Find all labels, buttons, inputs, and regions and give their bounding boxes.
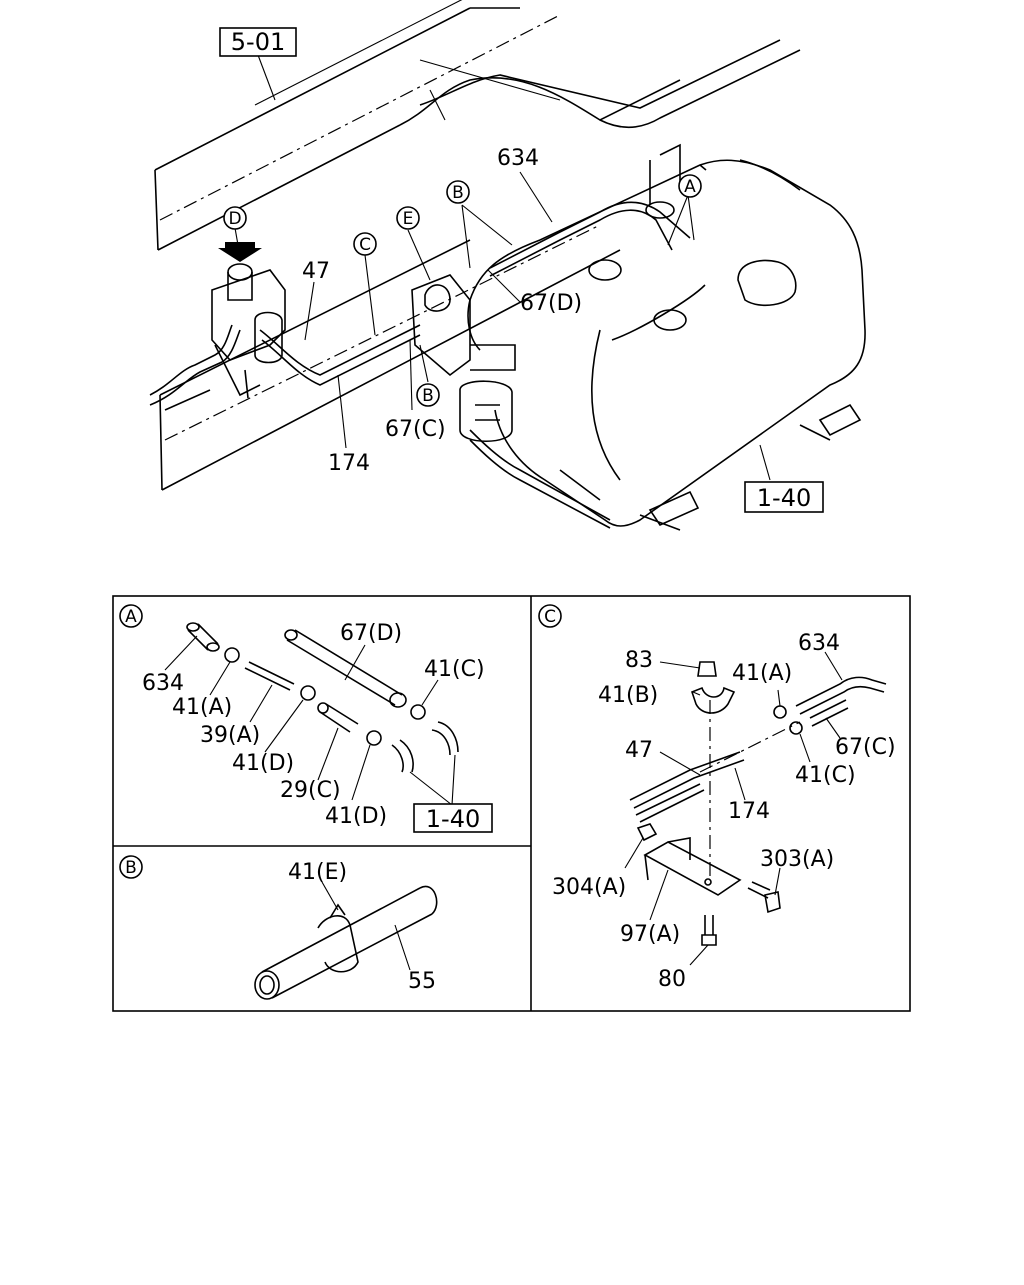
panel-c-label-67c: 67(C): [835, 735, 896, 760]
svg-text:1-40: 1-40: [426, 805, 480, 833]
svg-text:B: B: [422, 386, 434, 406]
panel-c-label-303a: 303(A): [760, 847, 834, 872]
panel-a-label-39a: 39(A): [200, 723, 260, 748]
panel-b-label-55: 55: [408, 969, 436, 994]
svg-text:C: C: [359, 235, 371, 255]
chassis-frame-rail-drawing: [154, 0, 801, 491]
svg-text:D: D: [228, 209, 241, 229]
circle-label-c[interactable]: C: [353, 232, 377, 256]
panel-a-label-29c: 29(C): [280, 778, 341, 803]
detail-panel-a: A 634 41(A) 39(A) 41(D) 29(C) 41(D): [119, 604, 493, 833]
panel-a-label-41d-2: 41(D): [325, 804, 387, 829]
panel-c-label-41a: 41(A): [732, 661, 792, 686]
ref-box-frame[interactable]: 5-01: [219, 27, 297, 57]
view-arrow-icon: [218, 242, 262, 262]
panel-b-label-41e: 41(E): [288, 860, 347, 885]
detail-panel-b: B 41(E) 55: [119, 855, 438, 1000]
svg-text:A: A: [125, 607, 137, 627]
circle-label-a[interactable]: A: [678, 174, 702, 198]
panel-a-ref-box[interactable]: 1-40: [413, 803, 493, 833]
circle-label-b-bottom[interactable]: B: [416, 383, 440, 407]
panel-a-label-67d: 67(D): [340, 621, 402, 646]
fuel-tank-drawing: [467, 143, 866, 531]
circle-label-d[interactable]: D: [223, 206, 247, 230]
panel-a-label-634: 634: [142, 671, 184, 696]
panel-a-label-41a: 41(A): [172, 695, 232, 720]
part-label-47: 47: [302, 259, 330, 284]
panel-c-label-41c: 41(C): [795, 763, 856, 788]
svg-text:C: C: [544, 607, 556, 627]
panel-c-label-41b: 41(B): [598, 683, 658, 708]
top-leader-lines: [234, 54, 771, 481]
panel-b-tag[interactable]: B: [119, 855, 143, 879]
part-label-174: 174: [328, 451, 370, 476]
svg-text:E: E: [403, 209, 414, 229]
fuel-filter-assemblies-drawing: [211, 263, 516, 443]
ref-box-frame-label: 5-01: [231, 28, 285, 56]
svg-text:A: A: [684, 177, 696, 197]
circle-label-b-top[interactable]: B: [446, 180, 470, 204]
panel-c-label-80: 80: [658, 967, 686, 992]
part-label-67d: 67(D): [520, 291, 582, 316]
panel-c-label-304a: 304(A): [552, 875, 626, 900]
part-label-67c: 67(C): [385, 417, 446, 442]
panel-a-label-41d: 41(D): [232, 751, 294, 776]
circle-label-e[interactable]: E: [396, 206, 420, 230]
panel-c-label-97a: 97(A): [620, 922, 680, 947]
svg-text:B: B: [452, 183, 464, 203]
panel-c-tag[interactable]: C: [538, 604, 562, 628]
ref-box-tank[interactable]: 1-40: [744, 481, 824, 513]
panel-c-label-174: 174: [728, 799, 770, 824]
svg-text:B: B: [125, 858, 137, 878]
panel-a-tag[interactable]: A: [119, 604, 143, 628]
panel-c-label-634: 634: [798, 631, 840, 656]
panel-c-label-83: 83: [625, 648, 653, 673]
ref-box-tank-label: 1-40: [757, 484, 811, 512]
panel-a-label-41c: 41(C): [424, 657, 485, 682]
detail-panel-c: C: [538, 604, 896, 992]
part-label-634: 634: [497, 146, 539, 171]
fuel-lines-drawing: [149, 201, 691, 529]
detail-panels-frame: [112, 595, 911, 1012]
panel-c-label-47: 47: [625, 738, 653, 763]
